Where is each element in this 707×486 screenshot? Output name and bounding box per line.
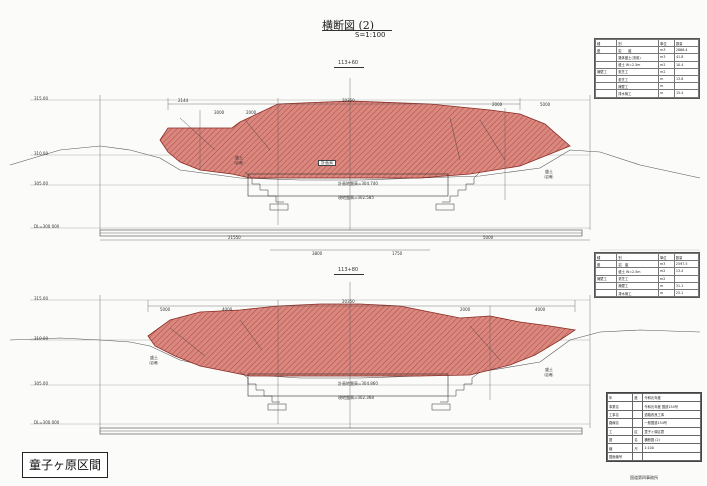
upper-table-header: 種 別 単位 数量 xyxy=(594,38,700,48)
lower-left-steps xyxy=(239,371,287,411)
upper-level-1: 315.00 xyxy=(34,96,48,101)
upper-embankment xyxy=(159,100,571,179)
lower-dimension-lines xyxy=(147,282,576,428)
lower-datum: DL=300.000 xyxy=(34,420,60,425)
upper-level-2: 310.00 xyxy=(34,151,48,156)
section-label: 童子ヶ原区間 xyxy=(22,452,108,478)
lower-station: 113+80 xyxy=(338,267,359,273)
lower-embank-right: 盛土 xyxy=(545,367,553,372)
table-row: 図名横断図 (2) xyxy=(606,434,701,445)
lower-embank-right-sub: （岩塊） xyxy=(542,373,556,377)
lower-table-header: 種 別 単位 数量 xyxy=(594,252,700,262)
table-row: 工区童子ヶ原区間 xyxy=(606,426,701,436)
table-row: 図面番号 xyxy=(606,451,701,462)
lower-dim-top: 20350 xyxy=(342,299,355,304)
lower-level-1: 315.00 xyxy=(34,296,48,301)
lower-existing-ground xyxy=(9,329,701,379)
lower-dim-right-a: 2000 xyxy=(460,307,471,312)
table-row: 事業名令和元年度 国道154号 xyxy=(606,401,701,411)
upper-pavement-box xyxy=(247,173,449,197)
upper-dim-left-c: 2000 xyxy=(246,110,257,115)
drawing-title: 横断図 (2) xyxy=(322,19,375,32)
upper-plan-ground: 計画地盤高=304.740 xyxy=(338,181,378,186)
lower-dim-left-b: 4000 xyxy=(222,307,233,312)
upper-center-note: 計画高 xyxy=(318,160,336,166)
lower-station-underline xyxy=(334,274,364,275)
lower-level-3: 305.00 xyxy=(34,381,48,386)
drawing-scale: S=1:100 xyxy=(355,31,386,39)
upper-dimension-lines xyxy=(100,78,590,251)
lower-level-2: 310.00 xyxy=(34,336,48,341)
lower-existing-ground-label: 現地盤高=302.368 xyxy=(338,395,374,400)
upper-embank-right-sub: （岩塊） xyxy=(542,175,556,179)
table-row: 工事名道路改良工事 xyxy=(606,409,701,420)
lower-pavement-box xyxy=(247,373,449,397)
title-block: 年度令和元年度 事業名令和元年度 国道154号 工事名道路改良工事 路線名一般国… xyxy=(606,392,702,463)
title-block-office: 国道第四事務所 xyxy=(630,475,658,480)
upper-embank-right: 盛土 xyxy=(545,169,553,174)
upper-dim-bottom-right: 5000 xyxy=(483,235,494,240)
upper-dim-left-a: 2144 xyxy=(178,98,189,103)
upper-level-3: 305.00 xyxy=(34,181,48,186)
table-row: 年度令和元年度 xyxy=(606,392,701,403)
upper-dim-top: 20350 xyxy=(342,98,355,103)
lower-embankment xyxy=(147,303,577,377)
lower-embank-left-sub: （岩塊） xyxy=(147,361,161,365)
upper-existing-ground-label: 現地盤高=302.585 xyxy=(338,195,374,200)
lower-embank-left: 盛土 xyxy=(150,355,158,360)
upper-right-steps xyxy=(435,171,481,211)
lower-dim-right-b: 4000 xyxy=(535,307,546,312)
lower-dim-left-a: 5000 xyxy=(160,307,171,312)
upper-dim-bottom-mid-left: 3800 xyxy=(312,251,323,256)
upper-dim-right-a: 2000 xyxy=(492,102,503,107)
upper-embank-left: 盛土 xyxy=(235,155,243,160)
lower-right-steps xyxy=(431,371,481,411)
upper-dim-bottom-mid-right: 1750 xyxy=(392,251,403,256)
upper-datum: DL=300.000 xyxy=(34,224,60,229)
lower-slope-leaders xyxy=(169,319,501,361)
upper-dim-left-b: 3000 xyxy=(214,110,225,115)
upper-station: 113+60 xyxy=(338,60,359,66)
upper-dim-bottom-total: 21550 xyxy=(228,235,241,240)
upper-left-steps xyxy=(244,171,289,211)
upper-slope-leaders xyxy=(179,117,506,161)
title-underline xyxy=(322,30,392,31)
table-row: 路線名一般国道154号 xyxy=(606,418,701,428)
upper-existing-ground xyxy=(9,145,701,181)
upper-dim-right-b: 5000 xyxy=(540,102,551,107)
lower-plan-ground: 計画地盤高=304.860 xyxy=(338,381,378,386)
upper-embank-left-sub: （岩塊） xyxy=(232,161,246,165)
upper-station-underline xyxy=(334,67,364,68)
